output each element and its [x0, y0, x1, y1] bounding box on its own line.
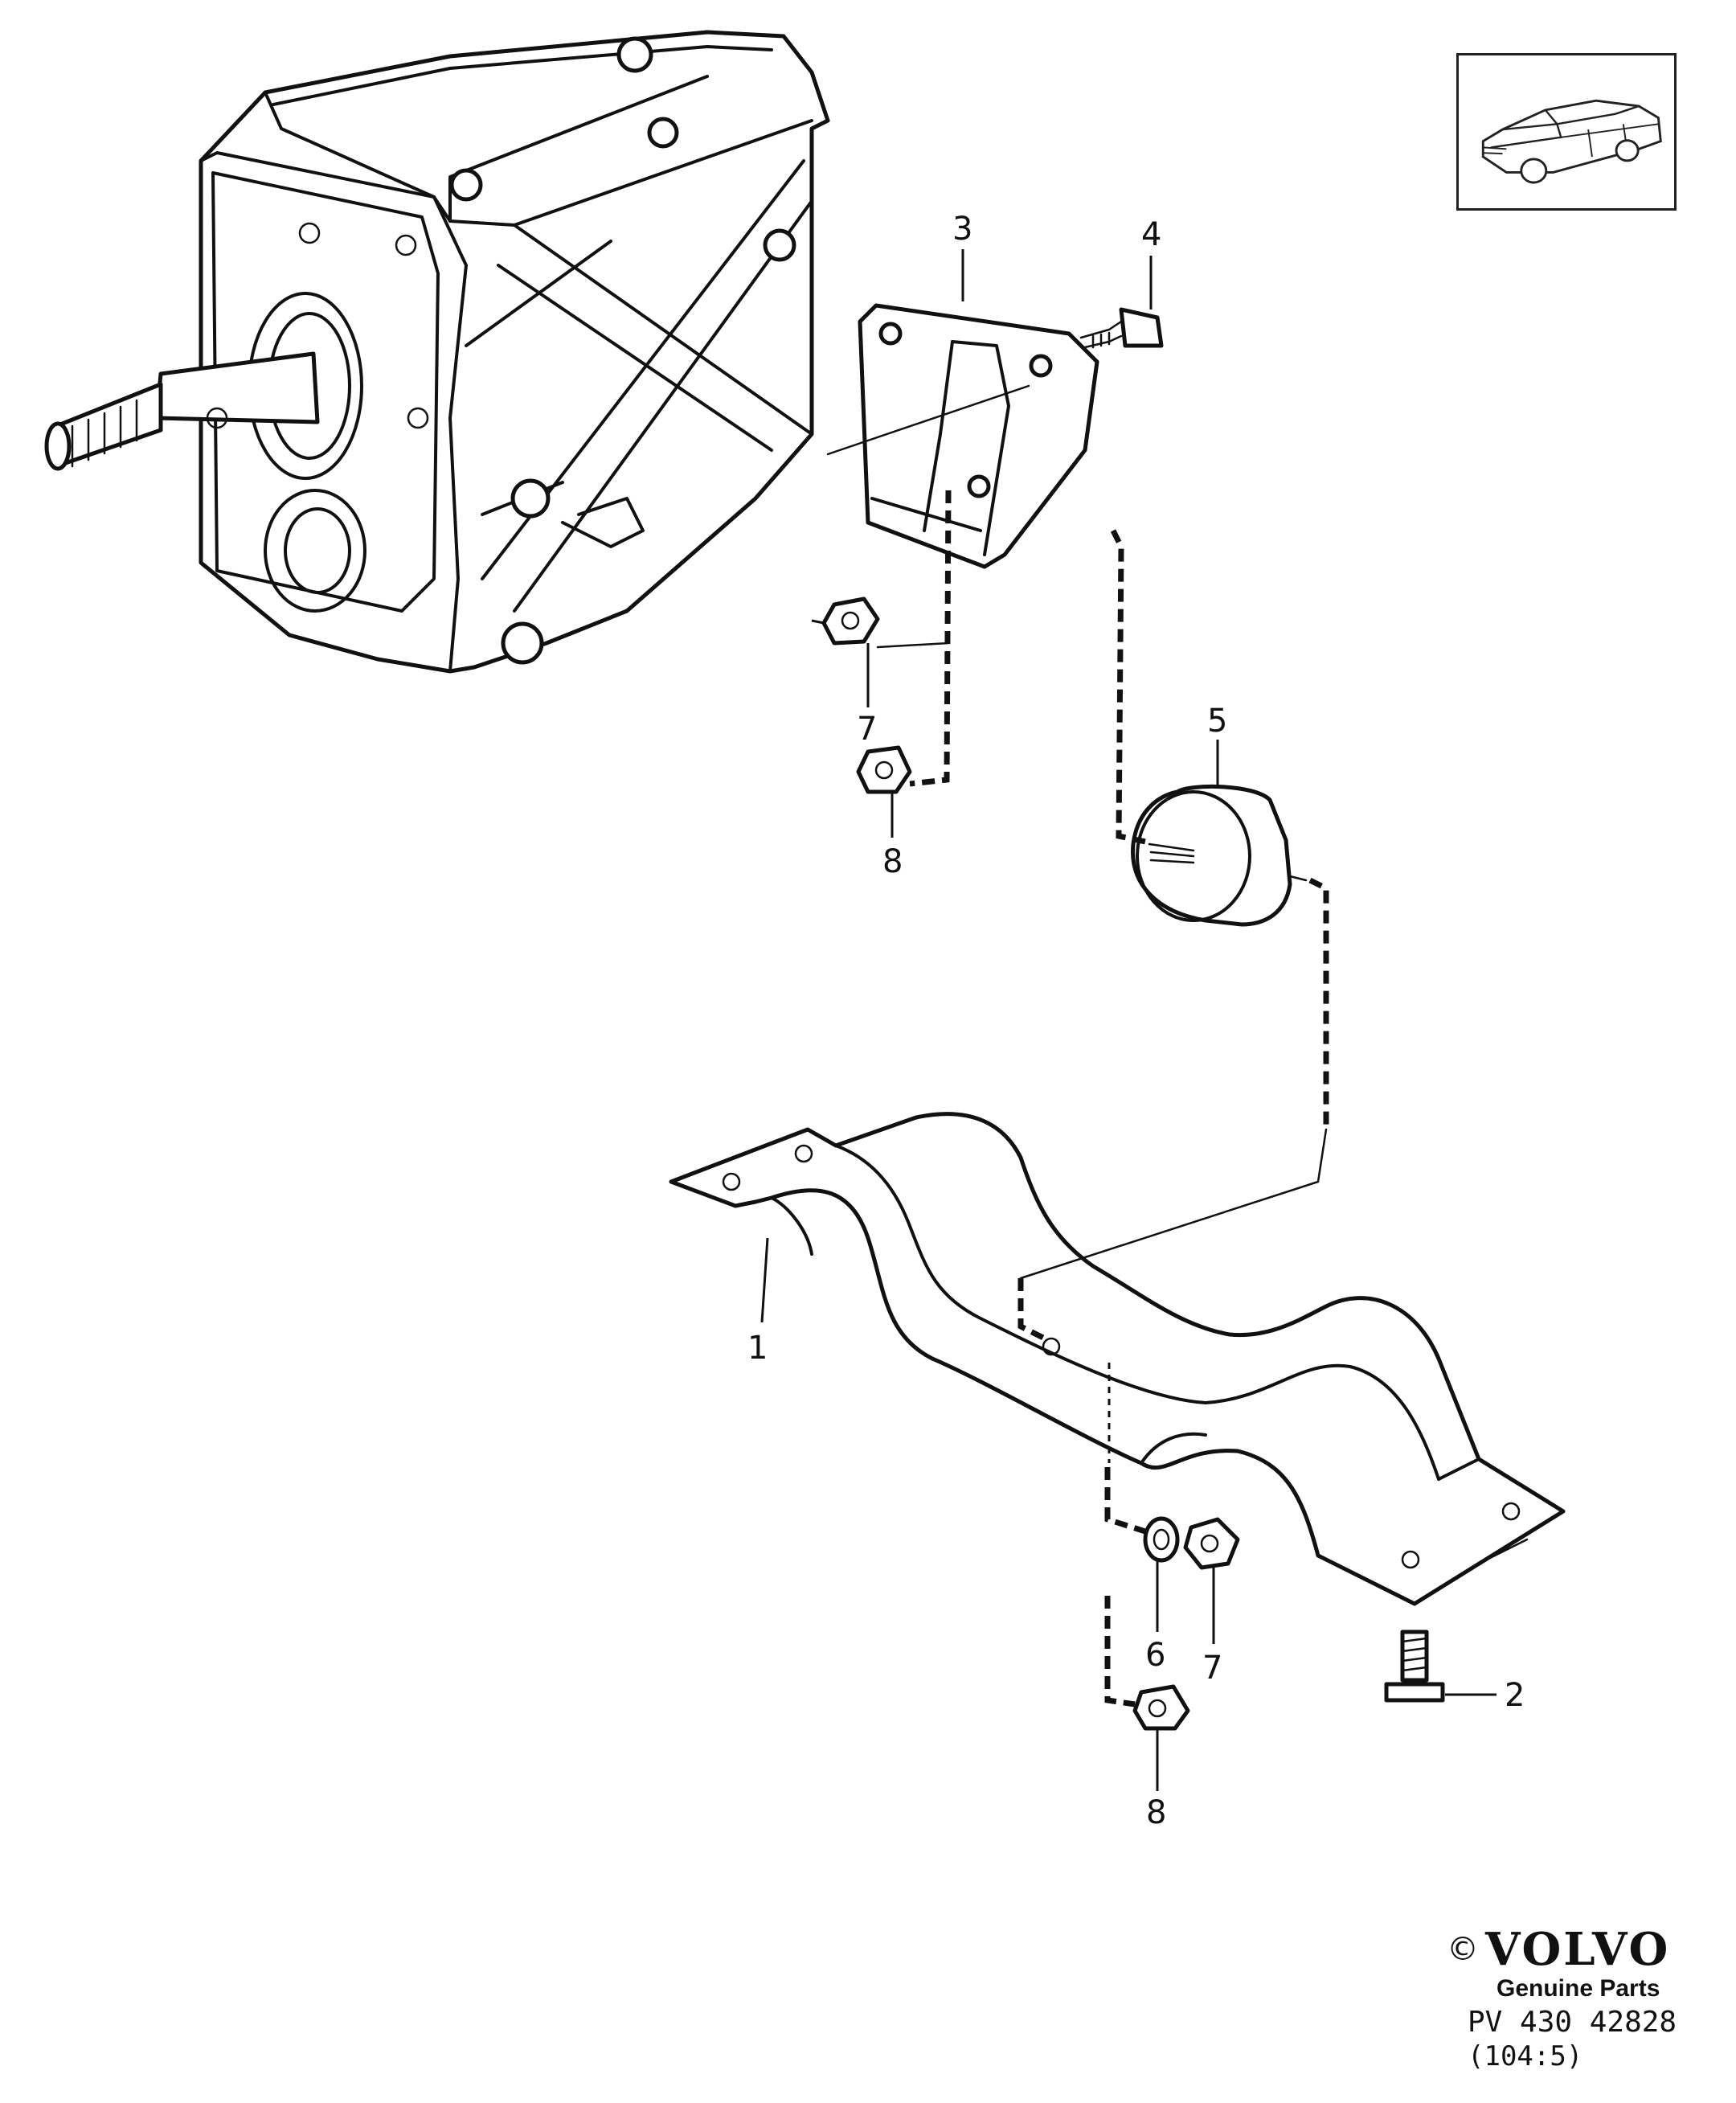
nut-7-lower-drawing — [1183, 1517, 1240, 1570]
car-thumbnail-icon — [1481, 99, 1662, 184]
callout-5: 5 — [1207, 703, 1227, 740]
nut-8-lower-drawing — [1132, 1684, 1190, 1731]
bolt-2-drawing — [1384, 1630, 1445, 1703]
callout-labels: 1 2 3 4 5 6 7 7 8 8 — [747, 211, 1525, 1831]
callout-8-lower: 8 — [1146, 1794, 1166, 1831]
crossmember-drawing — [669, 1112, 1566, 1606]
callout-2: 2 — [1505, 1677, 1525, 1714]
copyright-symbol: © — [1447, 1931, 1479, 1968]
rubber-mount-drawing — [1131, 784, 1308, 927]
callout-3: 3 — [952, 211, 972, 248]
callout-1: 1 — [747, 1330, 768, 1367]
transmission-drawing — [44, 30, 830, 674]
nut-7-upper-drawing — [821, 596, 880, 646]
leader-lines — [760, 249, 1496, 1791]
footer-block: © VOLVO Genuine Parts PV 430 42828 (104:… — [1447, 1925, 1712, 2072]
callout-8-upper: 8 — [882, 843, 903, 880]
part-number: PV 430 42828 — [1468, 2006, 1677, 2039]
callout-6: 6 — [1145, 1637, 1165, 1674]
callout-7-upper: 7 — [857, 711, 877, 748]
assembly-lines — [826, 384, 1329, 1707]
diagram-code: (104:5) — [1468, 2040, 1583, 2072]
washer-6-drawing — [1143, 1516, 1180, 1563]
nut-8-upper-drawing — [856, 745, 912, 794]
genuine-parts-label: Genuine Parts — [1496, 1975, 1660, 2002]
bracket-drawing — [858, 303, 1099, 569]
volvo-logo: © VOLVO — [1447, 1925, 1712, 1974]
car-thumbnail-frame — [1456, 53, 1677, 211]
callout-4: 4 — [1141, 216, 1161, 253]
bolt-4-drawing — [1079, 307, 1164, 349]
callout-7-lower: 7 — [1202, 1650, 1222, 1687]
brand-name: VOLVO — [1485, 1923, 1671, 1976]
